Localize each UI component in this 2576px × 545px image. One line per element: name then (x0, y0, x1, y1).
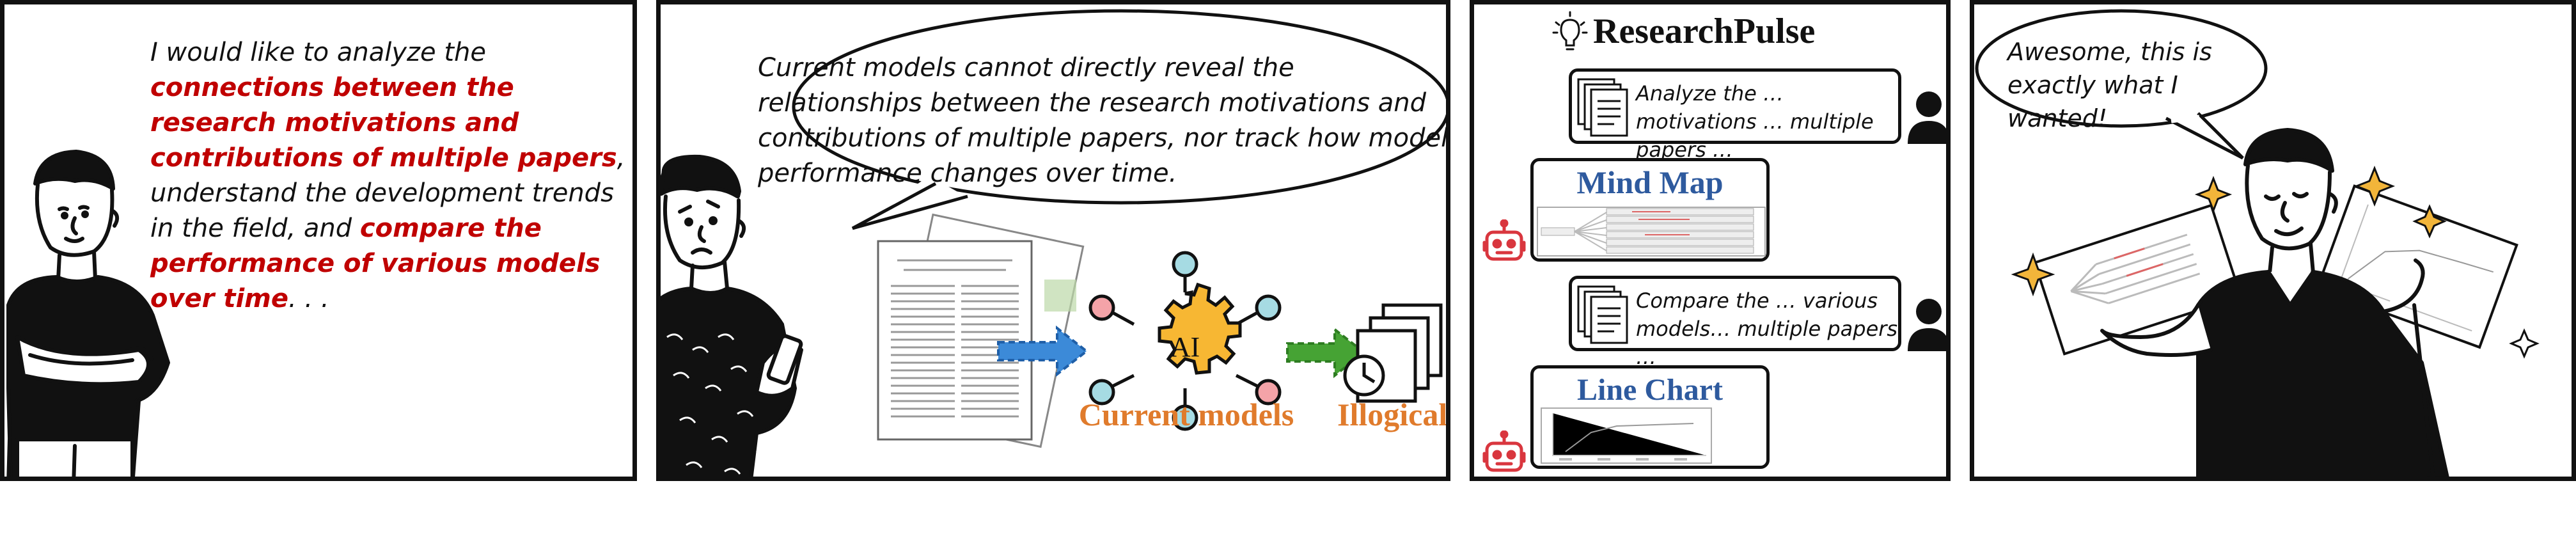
thinking-person-figure (6, 150, 170, 477)
assistant-result-mindmap: Mind Map (1530, 158, 1770, 262)
robot-icon (1482, 430, 1526, 472)
current-models-label: Current models (1078, 397, 1294, 432)
app-brand-title: ResearchPulse (1593, 12, 1816, 51)
request-middle: , understand the development trends in t… (150, 143, 625, 243)
happy-person-figure (2100, 128, 2449, 477)
assistant-result-linechart: Line Chart (1530, 365, 1770, 469)
request-emphasis-performance: compare the performance of various model… (150, 214, 601, 313)
sweater-pattern (666, 333, 773, 475)
speech-bubble (1975, 9, 2268, 160)
panel-user-request: I would like to analyze the connections … (0, 0, 637, 481)
illogical-label: Illogical (1337, 397, 1448, 432)
panel1-illustration (6, 150, 170, 477)
query-text-linechart: Compare the … various models… multiple p… (1636, 288, 1898, 369)
request-emphasis-connections: connections between the research motivat… (150, 73, 617, 173)
ai-gear-label: AI (1170, 331, 1200, 363)
request-intro: I would like to analyze the (150, 38, 486, 67)
mindmap-title: Mind Map (1576, 164, 1724, 200)
user-request-text: I would like to analyze the connections … (150, 35, 632, 317)
clock-icon (1343, 354, 1385, 397)
user-query-linechart: Compare the … various models… multiple p… (1569, 276, 1901, 369)
panel-researchpulse-app: ResearchPulse Analyze the … motivations … (1470, 0, 1951, 481)
ai-gear-icon (1088, 251, 1282, 431)
panel2-illustration (661, 9, 1446, 477)
blue-input-arrow (997, 325, 1089, 377)
document-stack-icon (1577, 285, 1628, 344)
panel-current-models: Current models cannot directly reveal th… (656, 0, 1450, 481)
worried-person-figure (661, 154, 741, 198)
linechart-title: Line Chart (1577, 373, 1723, 407)
user-icon (1908, 91, 1946, 144)
user-query-mindmap: Analyze the … motivations … multiple pap… (1569, 68, 1901, 162)
panel-user-satisfied: Awesome, this is exactly what I wanted! (1970, 0, 2576, 481)
query-text-mindmap: Analyze the … motivations … multiple pap… (1636, 81, 1874, 162)
floating-mindmap-doc (2033, 203, 2243, 356)
speech-bubble (792, 9, 1446, 230)
mindmap-thumbnail (1537, 207, 1766, 257)
panel4-illustration (1975, 9, 2540, 477)
worried-person-head (663, 194, 746, 290)
user-icon (1908, 299, 1946, 351)
worried-person-body (661, 287, 803, 477)
satisfied-bubble-text: Awesome, this is exactly what I wanted! (2007, 38, 2212, 132)
request-ellipsis: . . . (288, 284, 329, 313)
document-stack-icon (1577, 78, 1628, 137)
paper-documents-icon (877, 213, 1085, 448)
lightbulb-icon (1552, 11, 1588, 51)
linechart-thumbnail (1541, 407, 1712, 464)
robot-icon (1482, 219, 1526, 261)
models-limitation-bubble-text: Current models cannot directly reveal th… (758, 53, 1449, 188)
